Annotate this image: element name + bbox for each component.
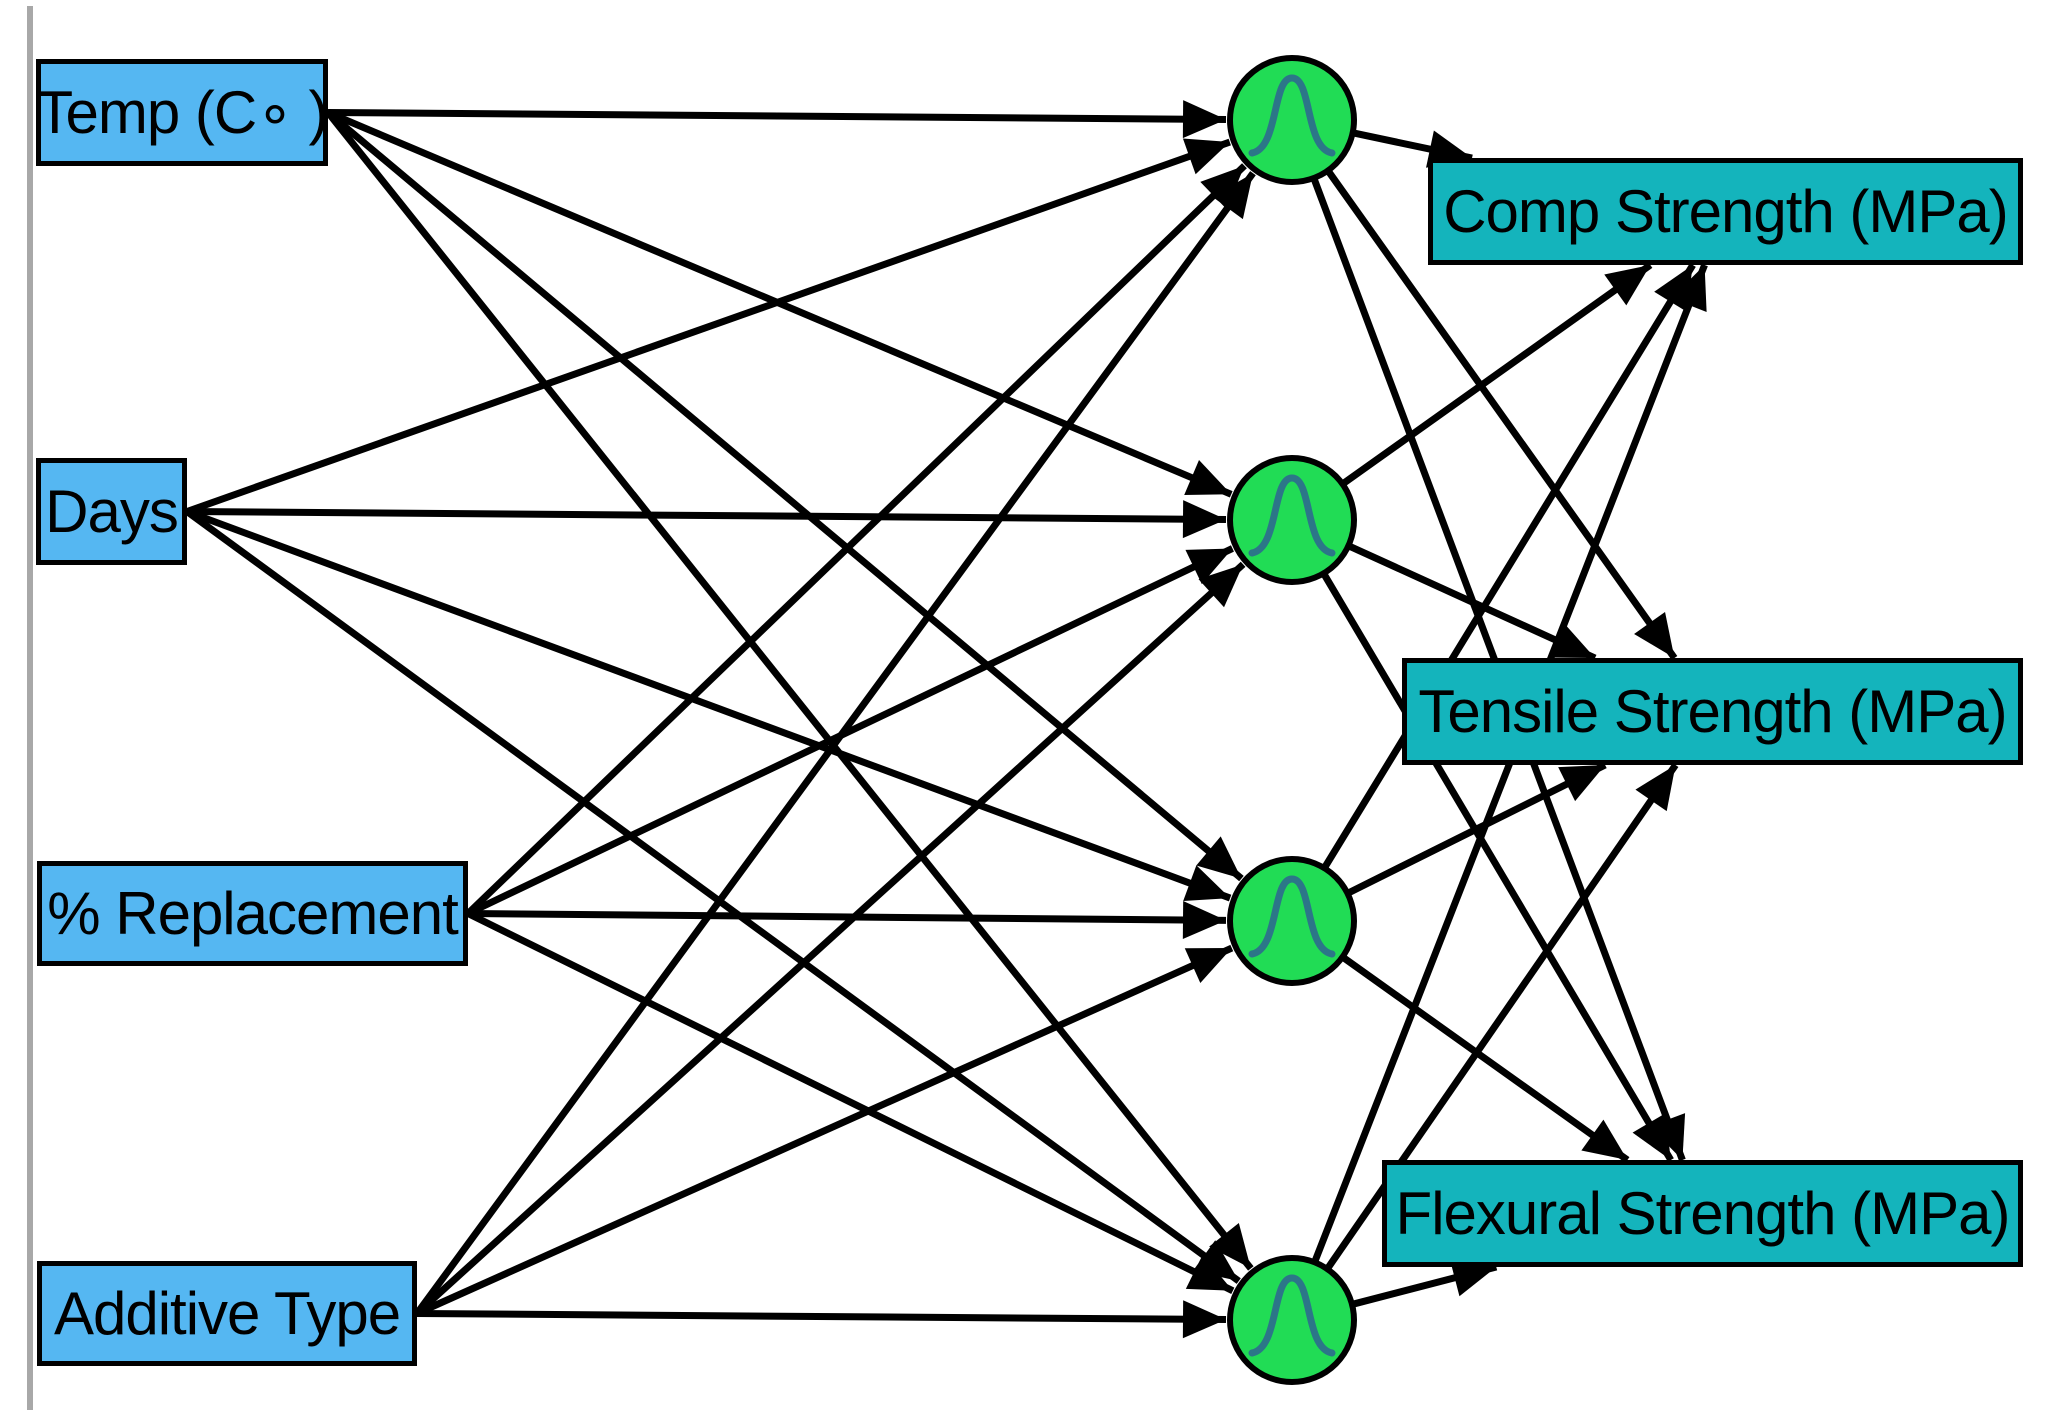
- connection-edge: [414, 561, 1246, 1317]
- connection-edge: [1322, 263, 1696, 869]
- connection-edge: [466, 545, 1234, 917]
- hidden-node-h3[interactable]: [1227, 856, 1357, 986]
- connection-edge: [325, 110, 1254, 1271]
- connection-edge: [415, 944, 1234, 1317]
- connection-edge: [466, 910, 1235, 1294]
- hidden-layer-group: [1227, 55, 1357, 1385]
- connection-edge: [185, 508, 1232, 902]
- connection-edge: [416, 1300, 1227, 1339]
- connection-edge: [327, 100, 1227, 139]
- connection-edge: [1353, 129, 1473, 168]
- output-node-tensile-strength[interactable]: Tensile Strength (MPa): [1402, 658, 2023, 765]
- gaussian-curve-icon: [1248, 474, 1336, 557]
- connection-edge: [465, 163, 1247, 917]
- gaussian-curve-icon: [1248, 1274, 1336, 1357]
- input-node-replacement[interactable]: % Replacement: [37, 861, 468, 966]
- connection-edge: [1342, 262, 1653, 486]
- edges-group: [184, 100, 1708, 1339]
- connection-edge: [467, 901, 1227, 940]
- hidden-node-h4[interactable]: [1227, 1255, 1357, 1385]
- input-node-additive-type[interactable]: Additive Type: [37, 1261, 417, 1366]
- gaussian-curve-icon: [1248, 74, 1336, 157]
- connection-edge: [1342, 955, 1630, 1163]
- connection-edge: [186, 500, 1227, 539]
- connection-edge: [1326, 170, 1678, 661]
- connection-edge: [414, 171, 1256, 1316]
- connection-edge: [1348, 543, 1597, 662]
- hidden-node-h2[interactable]: [1227, 455, 1357, 585]
- output-node-flexural-strength[interactable]: Flexural Strength (MPa): [1382, 1160, 2023, 1267]
- input-node-days[interactable]: Days: [36, 458, 187, 565]
- connection-edge: [1347, 761, 1607, 896]
- connection-edge: [1321, 573, 1674, 1162]
- connection-edge: [325, 109, 1244, 882]
- input-node-temp[interactable]: Temp (C∘ ): [36, 59, 328, 166]
- output-node-comp-strength[interactable]: Comp Strength (MPa): [1428, 158, 2023, 265]
- hidden-node-h1[interactable]: [1227, 55, 1357, 185]
- connection-edge: [1353, 1259, 1498, 1308]
- connection-edge: [185, 138, 1231, 515]
- gaussian-curve-icon: [1248, 875, 1336, 958]
- connection-edge: [184, 508, 1241, 1284]
